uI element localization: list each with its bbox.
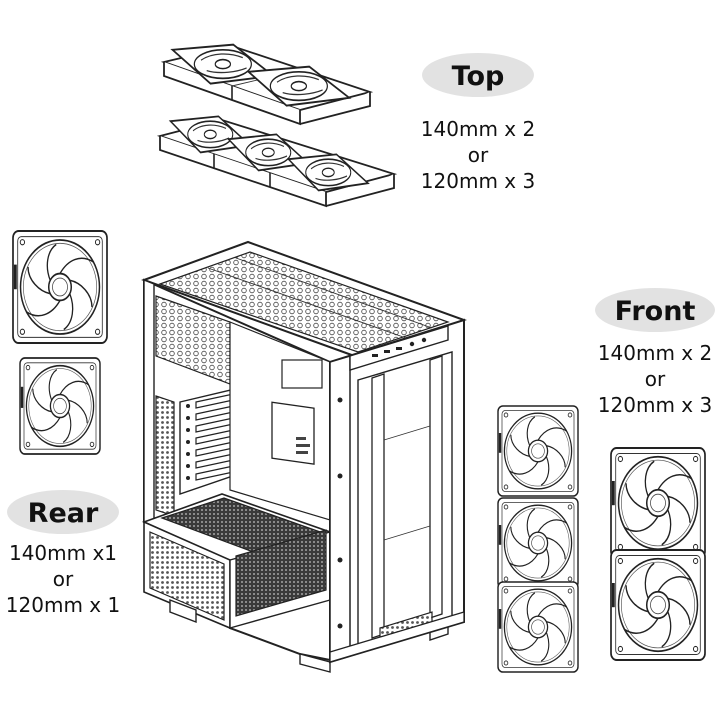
top-label-title: Top (452, 61, 505, 92)
top-fans-140mm (160, 43, 374, 126)
rear-label-line2: or (53, 567, 74, 591)
front-label-line1: 140mm x 2 (598, 341, 712, 365)
top-label-line3: 120mm x 3 (421, 169, 535, 193)
rear-label: Rear 140mm x1 or 120mm x 1 (6, 490, 120, 617)
front-label-title: Front (615, 296, 696, 327)
rear-fan-120mm (19, 357, 101, 455)
pc-case-icon (141, 240, 467, 673)
rear-label-line3: 120mm x 1 (6, 593, 120, 617)
top-fans-120mm (156, 115, 398, 208)
front-label: Front 140mm x 2 or 120mm x 3 (595, 288, 715, 417)
top-label-line2: or (468, 143, 489, 167)
rear-fan-140mm (11, 229, 109, 345)
front-label-line2: or (645, 367, 666, 391)
front-fans-120mm (497, 405, 579, 673)
top-label: Top 140mm x 2 or 120mm x 3 (421, 53, 535, 193)
front-label-line3: 120mm x 3 (598, 393, 712, 417)
front-fans-140mm (610, 447, 706, 661)
rear-label-title: Rear (28, 498, 99, 529)
rear-label-line1: 140mm x1 (9, 541, 117, 565)
top-label-line1: 140mm x 2 (421, 117, 535, 141)
